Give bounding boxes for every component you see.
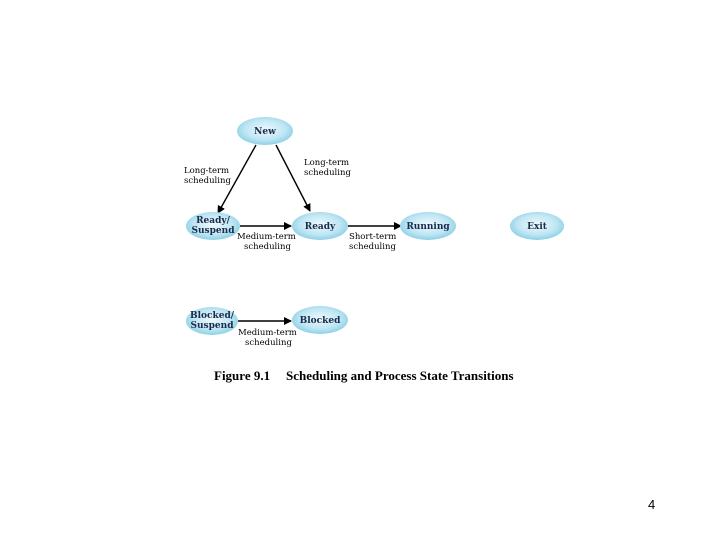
edge-label-long-term-right-line2: scheduling <box>304 168 351 178</box>
node-blocked-suspend-label-line1: Blocked/ <box>190 311 235 321</box>
node-exit: Exit <box>510 212 564 240</box>
node-running: Running <box>400 212 456 240</box>
edge-label-short-term-line1: Short-term <box>349 232 396 242</box>
edge-label-medium-term-top: Medium-term scheduling <box>237 232 296 252</box>
edge-label-long-term-right-line1: Long-term <box>304 158 349 168</box>
node-ready-suspend: Ready/ Suspend <box>186 212 240 240</box>
node-blocked-suspend-label-line2: Suspend <box>191 321 235 331</box>
figure-caption-number: Figure 9.1 <box>214 368 270 383</box>
node-ready: Ready <box>292 212 348 240</box>
edge-label-long-term-right: Long-term scheduling <box>304 158 351 178</box>
node-blocked-suspend: Blocked/ Suspend <box>186 307 238 335</box>
page-number: 4 <box>648 497 656 512</box>
edge-label-medium-term-top-line1: Medium-term <box>237 232 296 242</box>
node-ready-label: Ready <box>305 222 336 232</box>
edge-label-medium-term-top-line2: scheduling <box>244 242 291 252</box>
edge-label-medium-term-bottom-line2: scheduling <box>245 338 292 348</box>
node-ready-suspend-label-line2: Suspend <box>192 226 236 236</box>
edge-label-short-term: Short-term scheduling <box>349 232 396 252</box>
node-blocked-label: Blocked <box>300 316 341 326</box>
node-exit-label: Exit <box>527 222 548 232</box>
edge-label-long-term-left: Long-term scheduling <box>184 166 231 186</box>
edge-label-long-term-left-line2: scheduling <box>184 176 231 186</box>
node-new-label: New <box>254 127 276 137</box>
edge-label-short-term-line2: scheduling <box>349 242 396 252</box>
edge-new-to-ready <box>275 144 311 212</box>
edge-label-medium-term-bottom: Medium-term scheduling <box>238 328 297 348</box>
figure-caption: Figure 9.1 Scheduling and Process State … <box>214 368 514 383</box>
node-blocked: Blocked <box>292 306 348 334</box>
edge-label-long-term-left-line1: Long-term <box>184 166 229 176</box>
figure-caption-title: Scheduling and Process State Transitions <box>286 368 514 383</box>
node-ready-suspend-label-line1: Ready/ <box>196 216 231 226</box>
node-running-label: Running <box>406 222 450 232</box>
node-new: New <box>237 117 293 145</box>
edge-label-medium-term-bottom-line1: Medium-term <box>238 328 297 338</box>
edge-new-to-ready-suspend <box>217 144 257 214</box>
